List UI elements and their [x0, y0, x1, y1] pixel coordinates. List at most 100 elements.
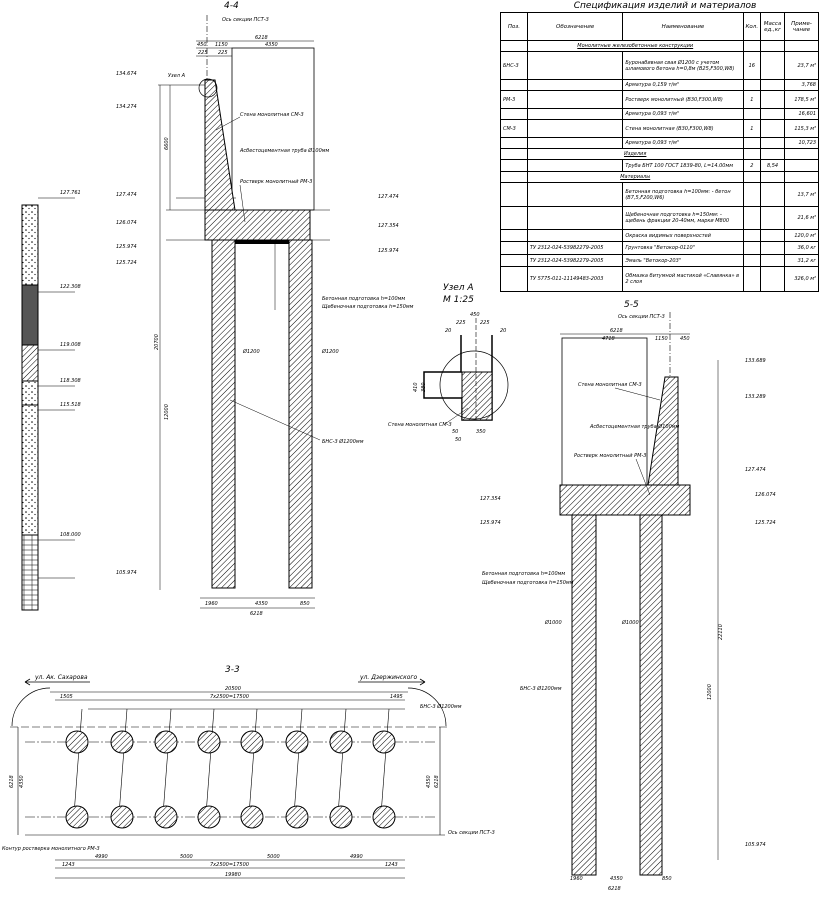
- cell: [784, 171, 819, 183]
- cell-qty: [742, 254, 762, 267]
- elevation-label: 125.974: [378, 248, 399, 254]
- elevation-label: 125.724: [116, 260, 137, 266]
- callout-label: Ростверк монолитный РМ-3: [574, 453, 646, 459]
- cell-pos: [500, 229, 528, 242]
- cell-name: Арматура 0,093 т/м³: [622, 108, 744, 120]
- dimension: 4350: [426, 775, 432, 788]
- node-scale: М 1:25: [443, 295, 474, 305]
- pile: [211, 239, 236, 589]
- dimension: 410: [413, 382, 419, 392]
- cell-code: ТУ 5775-011-11149483-2003: [526, 266, 624, 292]
- dimension: 5000: [267, 854, 280, 860]
- section-heading: Изделия: [526, 148, 744, 160]
- cell-mass: [760, 254, 786, 267]
- cell-name: Арматура 0,093 т/м³: [622, 137, 744, 149]
- cell: [742, 171, 762, 183]
- section-title: 3-3: [225, 665, 240, 675]
- elevation-label: 125.974: [480, 520, 501, 526]
- node-a-detail: Узел А М 1:25 450 225 225 20 20 410 380 …: [388, 283, 509, 443]
- dimension: 7x2500=17500: [210, 862, 249, 868]
- dimension: 19980: [225, 872, 241, 878]
- cell-note: 23,7 м³: [784, 51, 819, 80]
- street-label: ул. Ак. Сахарова: [34, 674, 88, 681]
- pile-plan-circle: [285, 805, 309, 829]
- pile-plan-circle: [240, 730, 264, 754]
- dimension: 4350: [255, 601, 268, 607]
- spec-row: Арматура 0,093 т/м³ 10,723: [500, 137, 819, 149]
- cell-mass: [760, 229, 786, 242]
- dimension: 20700: [154, 334, 160, 350]
- callout-label: Бетонная подготовка h=100мм: [322, 296, 405, 302]
- cell-name: Эмаль "Ветокор-203": [622, 254, 744, 267]
- section-4-4: 4-4 Ось секции ПСТ-3 6218 450 1150 4350 …: [116, 1, 414, 617]
- dimension: 20500: [225, 686, 241, 692]
- dimension: 1960: [205, 601, 218, 607]
- callout-label: Щебеночная подготовка h=150мм: [322, 304, 414, 310]
- cell-name: Стена монолитная (B30,F300,W8): [622, 119, 744, 138]
- dimension: 7x2500=17500: [210, 694, 249, 700]
- cell-code: [526, 108, 624, 120]
- callout-label: Асбестоцементная труба Ø100мм: [589, 423, 680, 430]
- dimension: 6600: [164, 137, 170, 150]
- dimension: 4718: [602, 336, 615, 342]
- dimension: 6218: [434, 775, 440, 788]
- dimension: 5000: [180, 854, 193, 860]
- dimension: 50: [452, 429, 458, 435]
- pile-plan-circle: [110, 730, 134, 754]
- elevation-label: 126.074: [116, 220, 137, 226]
- cell-pos: РМ-3: [500, 90, 528, 109]
- callout-label: БНС-3 Ø1200мм: [322, 438, 364, 445]
- cell: [500, 148, 528, 160]
- dimension: 225: [198, 50, 208, 56]
- spec-header-row: Поз. Обозначение Наименование Кол. Масса…: [500, 12, 819, 41]
- dimension: 850: [300, 601, 310, 607]
- cell-note: 10,723: [784, 137, 819, 149]
- dimension: 1243: [385, 862, 398, 868]
- dimension: 380: [421, 382, 427, 392]
- street-label: ул. Дзержинского: [359, 674, 418, 681]
- cell-mass: [760, 137, 786, 149]
- elevation-label: 127.474: [116, 192, 137, 198]
- cell-mass: [760, 108, 786, 120]
- cell-code: [526, 159, 624, 172]
- dimension: 22110: [718, 624, 724, 640]
- cell: [500, 171, 528, 183]
- dimension: 20: [445, 328, 451, 334]
- cell-qty: [742, 137, 762, 149]
- cell-mass: [760, 79, 786, 91]
- spec-row: Бетонная подготовка h=100мм: - бетон (B7…: [500, 182, 819, 207]
- section-title: 4-4: [224, 1, 239, 11]
- dimension: 1505: [60, 694, 73, 700]
- cell-qty: [742, 206, 762, 230]
- cell-code: [526, 90, 624, 109]
- callout-label: Стена монолитная СМ-3: [578, 382, 642, 388]
- cell-name: Обмазка битумной мастикой «Славянка» в 2…: [622, 266, 744, 292]
- cell-pos: [500, 182, 528, 207]
- section-5-5: 5-5 Ось секции ПСТ-3 6218 4718 1150 450 …: [480, 300, 776, 892]
- dimension: 6218: [255, 35, 268, 41]
- cell-pos: [500, 266, 528, 292]
- elevation-label: 105.974: [116, 570, 137, 576]
- pile-plan-circle: [154, 730, 178, 754]
- cell-code: [526, 229, 624, 242]
- elevation-label: 108.000: [60, 532, 81, 538]
- pile-plan-circle: [110, 805, 134, 829]
- dimension: 4350: [610, 876, 623, 882]
- dimension: 4350: [19, 775, 25, 788]
- dimension: 1150: [215, 42, 228, 48]
- cell-code: [526, 182, 624, 207]
- cell: [742, 148, 762, 160]
- dimension: 1495: [390, 694, 403, 700]
- section-3-3-plan: 3-3 ул. Ак. Сахарова ул. Дзержинского 20…: [2, 665, 495, 879]
- header-mass: Масса ед.,кг: [760, 12, 786, 41]
- dimension: 6218: [9, 775, 15, 788]
- cell-code: [526, 137, 624, 149]
- dimension: 6218: [608, 886, 621, 892]
- cell-name: Арматура 0,159 т/м³: [622, 79, 744, 91]
